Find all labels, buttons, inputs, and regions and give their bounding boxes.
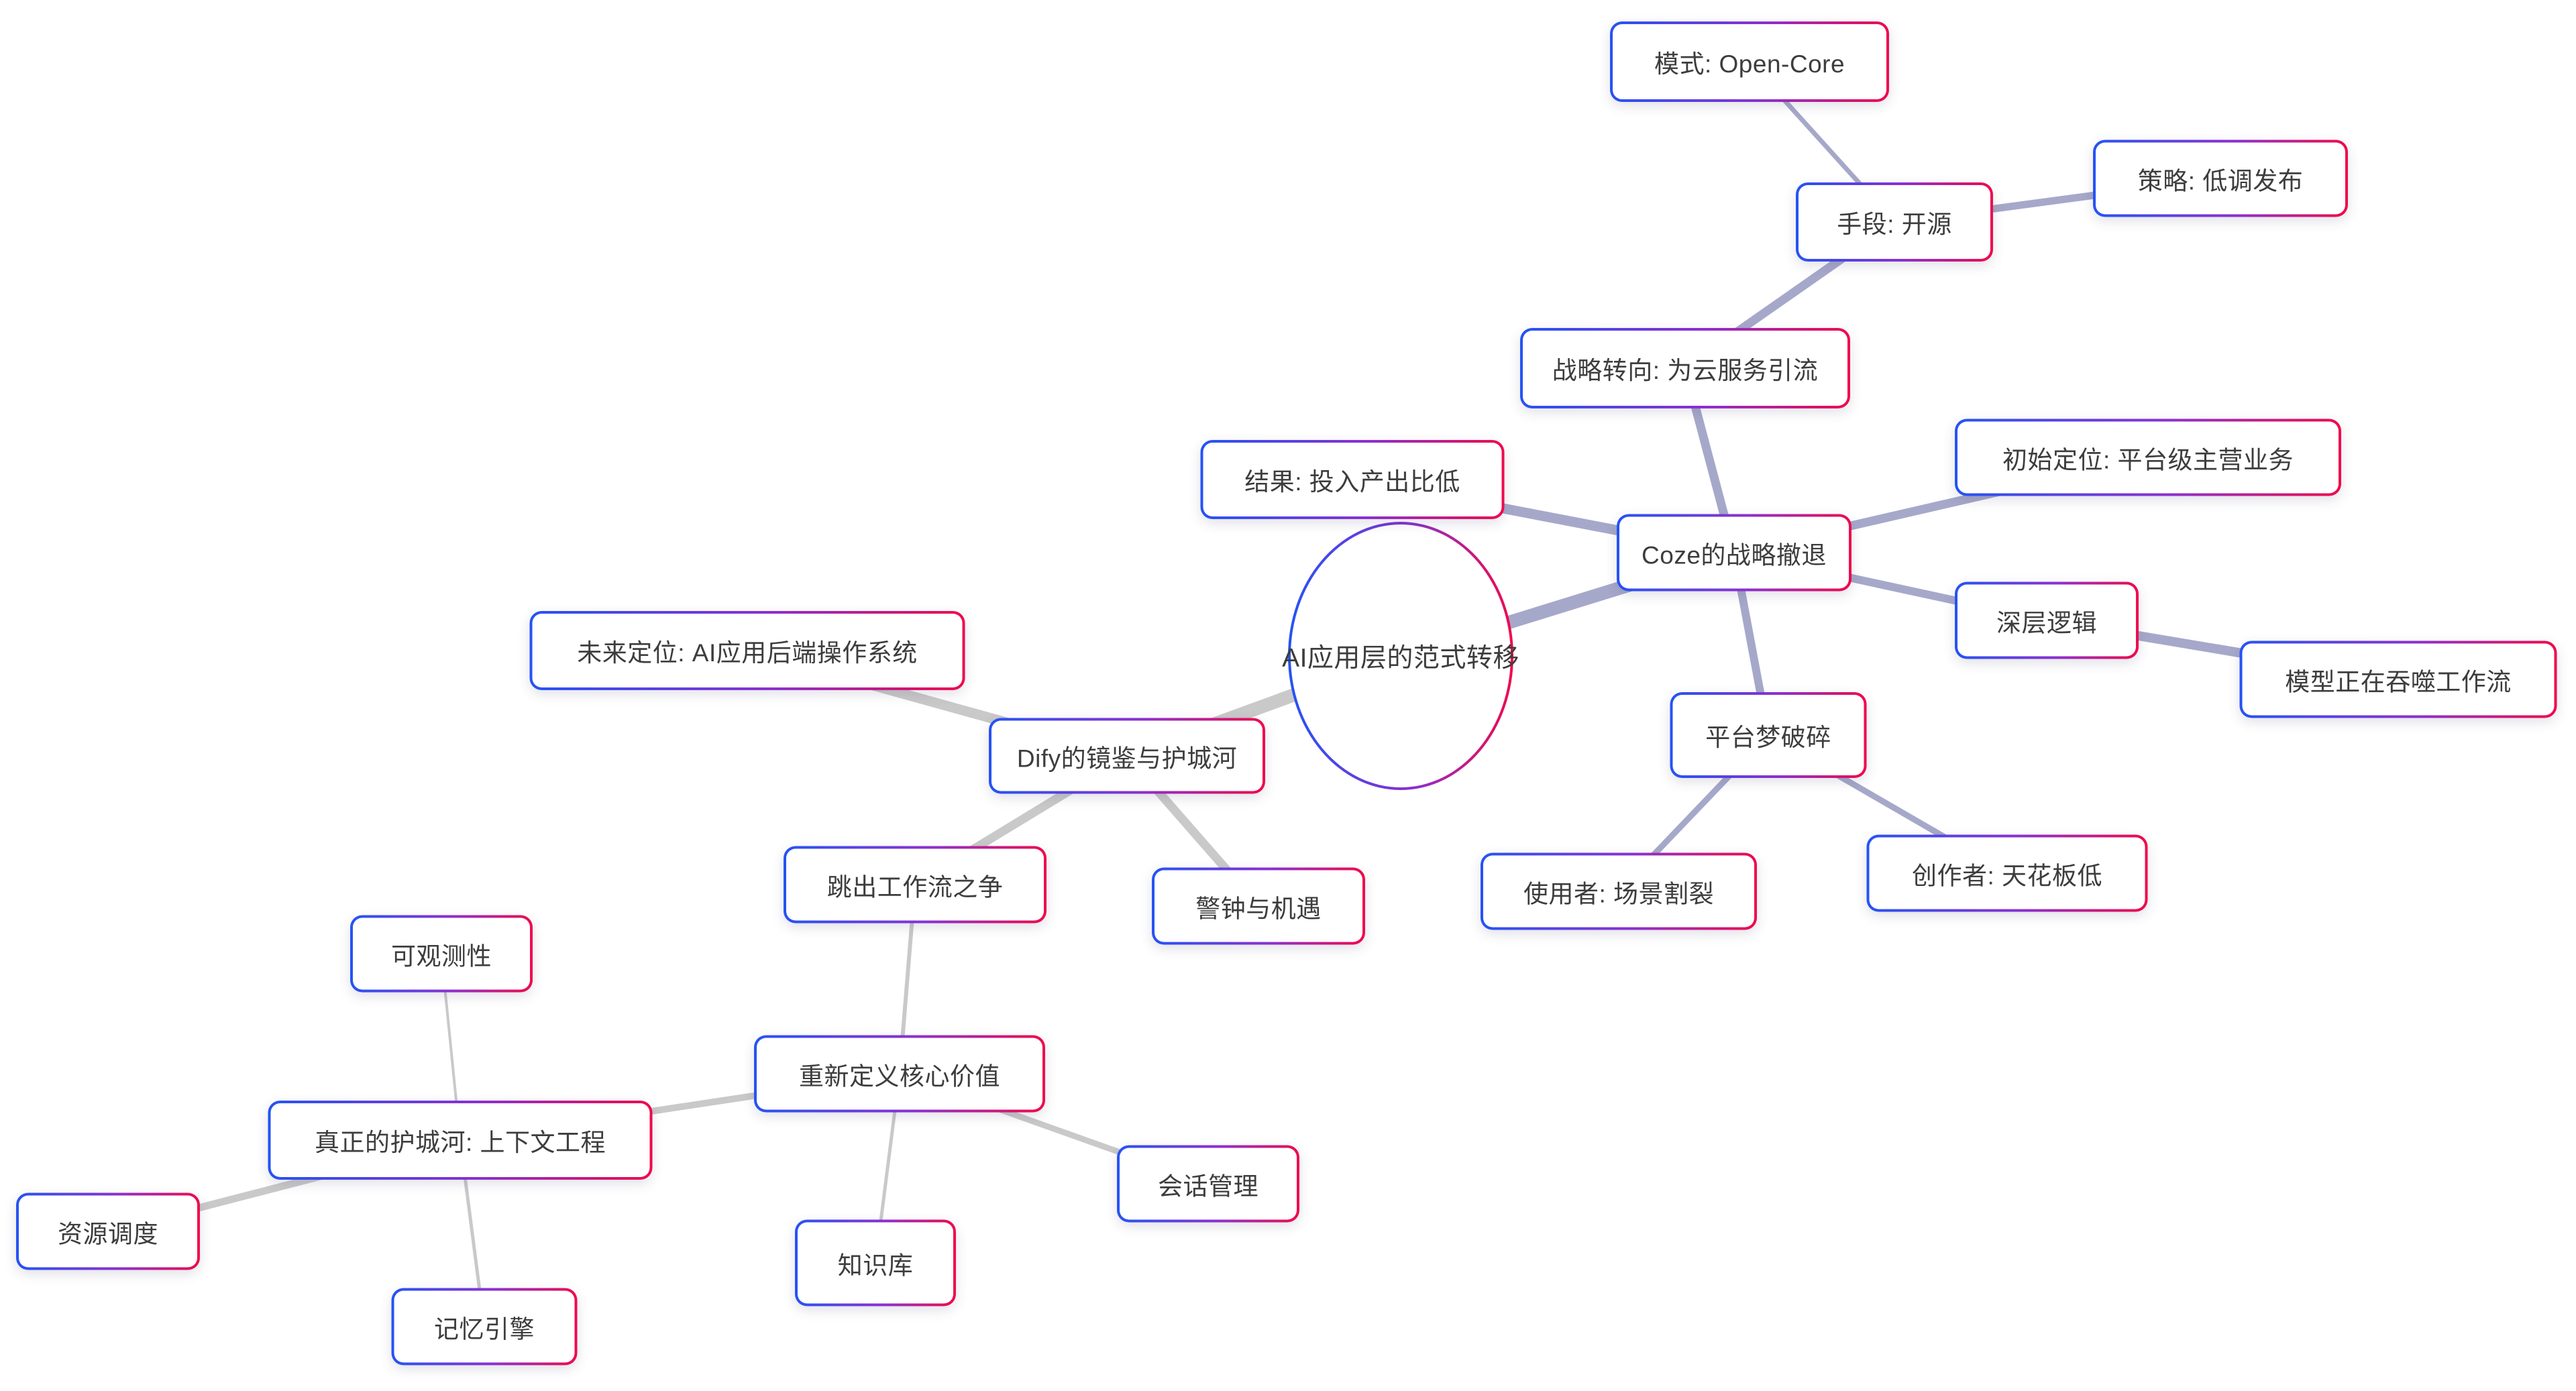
- node-label: 真正的护城河: 上下文工程: [314, 1129, 606, 1156]
- node-label: AI应用层的范式转移: [1282, 644, 1519, 673]
- node-coze[interactable]: Coze的战略撤退: [1617, 514, 1851, 592]
- node-root[interactable]: AI应用层的范式转移: [1282, 522, 1519, 790]
- node-label: 创作者: 天花板低: [1911, 862, 2103, 889]
- node-future[interactable]: 未来定位: AI应用后端操作系统: [530, 611, 965, 690]
- node-initial[interactable]: 初始定位: 平台级主营业务: [1955, 419, 2341, 496]
- node-swallow[interactable]: 模型正在吞噬工作流: [2240, 641, 2557, 718]
- node-observe[interactable]: 可观测性: [350, 915, 533, 993]
- node-label: 模型正在吞噬工作流: [2285, 668, 2512, 696]
- node-alarm[interactable]: 警钟与机遇: [1152, 868, 1365, 945]
- node-resource[interactable]: 资源调度: [16, 1193, 200, 1270]
- node-label: 警钟与机遇: [1195, 895, 1322, 922]
- node-label: 使用者: 场景割裂: [1523, 880, 1715, 907]
- node-label: 会话管理: [1158, 1172, 1258, 1200]
- node-mode[interactable]: 模式: Open-Core: [1610, 21, 1889, 102]
- node-session[interactable]: 会话管理: [1117, 1146, 1299, 1223]
- node-creator[interactable]: 创作者: 天花板低: [1867, 835, 2148, 912]
- node-label: Coze的战略撤退: [1642, 541, 1827, 569]
- node-label: 模式: Open-Core: [1654, 50, 1845, 78]
- node-pivot[interactable]: 战略转向: 为云服务引流: [1520, 328, 1850, 408]
- node-label: 平台梦破碎: [1705, 724, 1831, 751]
- node-strategy[interactable]: 策略: 低调发布: [2093, 140, 2348, 217]
- node-user[interactable]: 使用者: 场景割裂: [1481, 853, 1757, 930]
- node-label: 跳出工作流之争: [826, 873, 1004, 901]
- node-moat[interactable]: 真正的护城河: 上下文工程: [268, 1101, 653, 1180]
- node-deep[interactable]: 深层逻辑: [1955, 582, 2139, 659]
- node-label: Dify的镜鉴与护城河: [1016, 744, 1238, 772]
- node-memory[interactable]: 记忆引擎: [392, 1288, 578, 1366]
- node-means[interactable]: 手段: 开源: [1796, 182, 1993, 262]
- node-label: 未来定位: AI应用后端操作系统: [577, 639, 918, 667]
- node-result[interactable]: 结果: 投入产出比低: [1201, 440, 1505, 519]
- node-redefine[interactable]: 重新定义核心价值: [754, 1036, 1045, 1113]
- node-label: 策略: 低调发布: [2137, 167, 2304, 194]
- node-label: 重新定义核心价值: [799, 1062, 1000, 1090]
- node-knowledge[interactable]: 知识库: [795, 1220, 956, 1306]
- node-label: 初始定位: 平台级主营业务: [2002, 446, 2294, 474]
- node-dream[interactable]: 平台梦破碎: [1670, 692, 1867, 778]
- node-dify[interactable]: Dify的镜鉴与护城河: [989, 718, 1265, 794]
- node-label: 手段: 开源: [1837, 211, 1952, 238]
- node-label: 资源调度: [58, 1220, 158, 1247]
- node-label: 记忆引擎: [434, 1315, 535, 1343]
- node-label: 知识库: [837, 1251, 914, 1279]
- node-label: 结果: 投入产出比低: [1244, 468, 1460, 496]
- node-jump[interactable]: 跳出工作流之争: [784, 846, 1046, 924]
- node-label: 战略转向: 为云服务引流: [1552, 357, 1819, 384]
- node-label: 深层逻辑: [1996, 609, 2097, 636]
- node-label: 可观测性: [391, 942, 492, 970]
